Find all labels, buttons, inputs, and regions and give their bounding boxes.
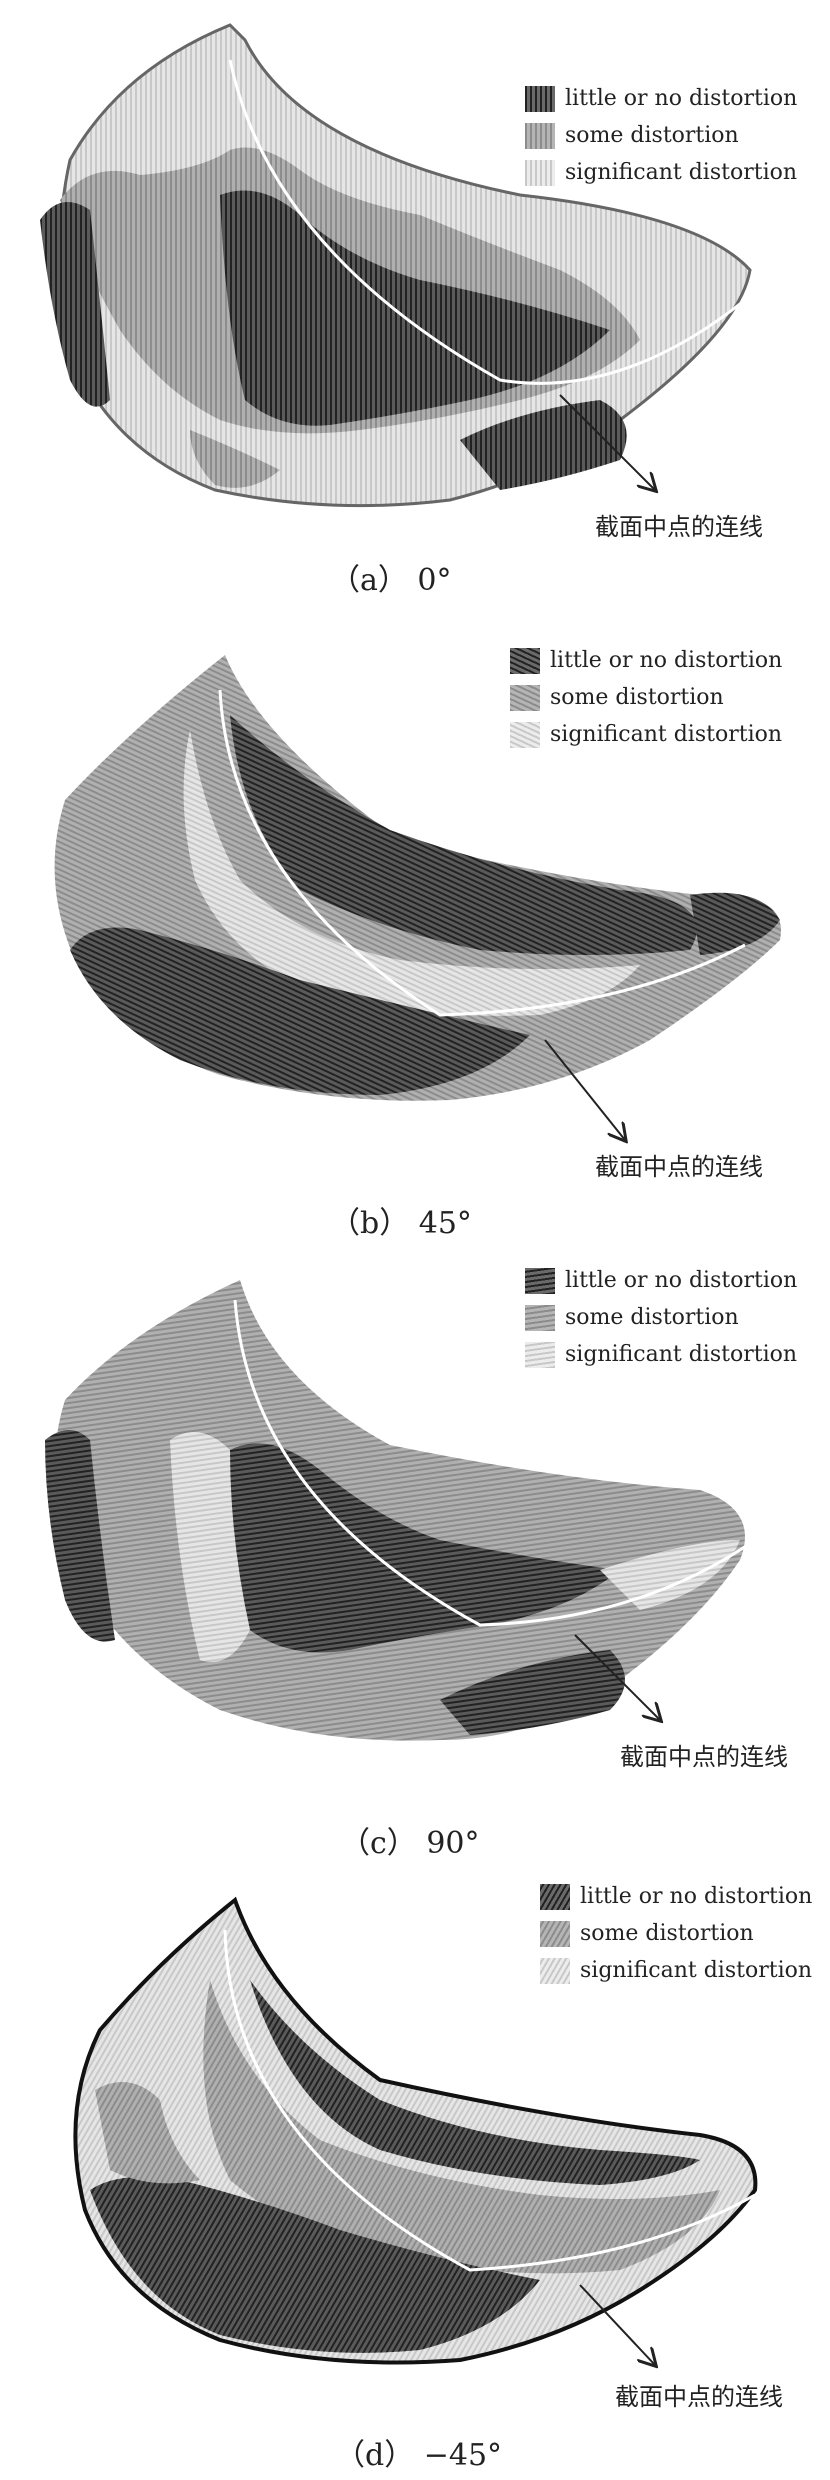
- region-light-b1: [183, 730, 641, 1016]
- legend-c: little or no distortion some distortion …: [525, 1262, 797, 1373]
- midline-b: [218, 689, 746, 1017]
- midline-c: [233, 1299, 756, 1627]
- legend-item-little: little or no distortion: [510, 642, 782, 679]
- region-little-d2: [90, 2176, 540, 2353]
- midline-a: [228, 59, 746, 385]
- swatch-little-icon: [525, 1267, 555, 1294]
- legend-item-little: little or no distortion: [540, 1878, 812, 1915]
- caption-a: （a） 0°: [330, 563, 452, 598]
- legend-item-some: some distortion: [540, 1915, 812, 1952]
- legend-item-significant: significant distortion: [525, 154, 797, 191]
- region-little-1: [220, 190, 610, 426]
- legend-label: significant distortion: [565, 1342, 798, 1367]
- region-little-3: [460, 400, 627, 490]
- legend-item-some: some distortion: [510, 679, 782, 716]
- legend-label: some distortion: [565, 1305, 739, 1330]
- region-little-b2: [70, 927, 530, 1095]
- region-little-2: [40, 202, 110, 407]
- legend-label: some distortion: [550, 685, 724, 710]
- annotation-label-b: 截面中点的连线: [595, 1153, 763, 1180]
- region-light-c1: [170, 1432, 250, 1662]
- region-little-b3: [690, 892, 780, 955]
- legend-item-significant: significant distortion: [510, 716, 782, 753]
- blade-map-c: 截面中点的连线: [45, 1280, 788, 1771]
- caption-d: （d） −45°: [335, 2438, 503, 2473]
- legend-label: some distortion: [565, 123, 739, 148]
- region-little-c2: [45, 1430, 115, 1642]
- legend-label: little or no distortion: [550, 648, 783, 673]
- legend-item-significant: significant distortion: [540, 1952, 812, 1989]
- legend-label: little or no distortion: [565, 1268, 798, 1293]
- region-little-c1: [230, 1443, 620, 1653]
- swatch-significant-icon: [525, 1341, 555, 1368]
- blade-map-a: 截面中点的连线: [40, 23, 763, 541]
- region-some-d1: [203, 1980, 721, 2274]
- caption-b: （b） 45°: [330, 1206, 472, 1241]
- legend-label: significant distortion: [550, 722, 783, 747]
- swatch-some-icon: [525, 122, 555, 149]
- legend-item-little: little or no distortion: [525, 1262, 797, 1299]
- legend-label: some distortion: [580, 1921, 754, 1946]
- swatch-little-icon: [510, 647, 540, 674]
- swatch-significant-icon: [510, 721, 540, 748]
- region-little-b1: [230, 715, 697, 955]
- legend-label: little or no distortion: [580, 1884, 813, 1909]
- legend-label: significant distortion: [580, 1958, 813, 1983]
- legend-item-significant: significant distortion: [525, 1336, 797, 1373]
- annotation-leader-c: [574, 1634, 660, 1720]
- annotation-label-d: 截面中点的连线: [615, 2383, 783, 2411]
- caption-c: （c） 90°: [340, 1826, 480, 1861]
- legend-a: little or no distortion some distortion …: [525, 80, 797, 191]
- region-some-d2: [95, 2082, 200, 2184]
- region-some-2: [190, 430, 280, 488]
- legend-item-some: some distortion: [525, 1299, 797, 1336]
- annotation-label-a: 截面中点的连线: [595, 513, 763, 541]
- swatch-significant-icon: [525, 159, 555, 186]
- midline-d: [223, 1929, 756, 2272]
- annotation-label-c: 截面中点的连线: [620, 1743, 788, 1771]
- legend-item-little: little or no distortion: [525, 80, 797, 117]
- legend-d: little or no distortion some distortion …: [540, 1878, 812, 1989]
- swatch-significant-icon: [540, 1957, 570, 1984]
- swatch-little-icon: [525, 85, 555, 112]
- panel-c: 截面中点的连线 little or no distortion some dis…: [0, 1240, 830, 1861]
- legend-item-some: some distortion: [525, 117, 797, 154]
- region-little-c3: [440, 1650, 625, 1735]
- annotation-leader-a: [559, 394, 655, 490]
- annotation-leader-b: [544, 1039, 625, 1140]
- legend-b: little or no distortion some distortion …: [510, 642, 782, 753]
- region-light-c2: [600, 1540, 740, 1610]
- blade-map-b: 截面中点的连线: [54, 655, 782, 1180]
- swatch-some-icon: [525, 1304, 555, 1331]
- panel-a: 截面中点的连线 little or no distortion some dis…: [0, 0, 830, 620]
- legend-label: significant distortion: [565, 160, 798, 185]
- swatch-little-icon: [540, 1883, 570, 1910]
- region-little-d1: [250, 1980, 700, 2185]
- panel-d: 截面中点的连线 little or no distortion some dis…: [0, 1860, 830, 2480]
- panel-b: 截面中点的连线 little or no distortion some dis…: [0, 620, 830, 1241]
- annotation-leader-d: [579, 2284, 655, 2365]
- swatch-some-icon: [510, 684, 540, 711]
- legend-label: little or no distortion: [565, 86, 798, 111]
- blade-map-d: 截面中点的连线: [73, 1896, 783, 2411]
- swatch-some-icon: [540, 1920, 570, 1947]
